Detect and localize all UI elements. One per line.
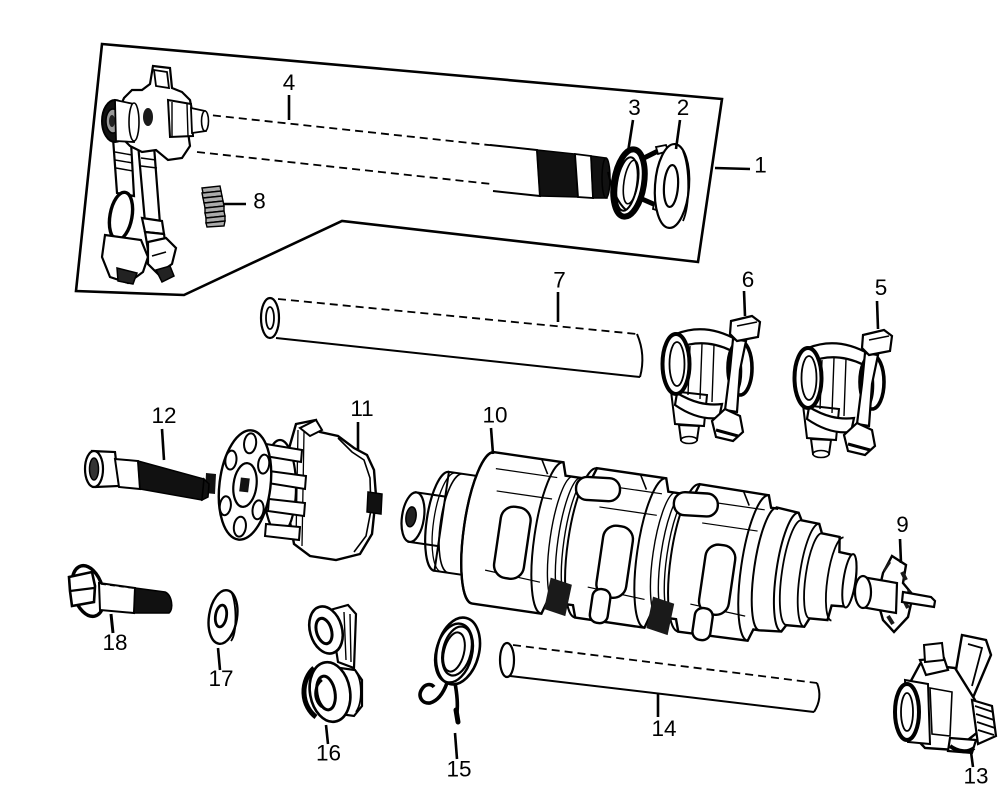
- svg-text:10: 10: [482, 403, 507, 428]
- svg-text:1: 1: [754, 153, 767, 178]
- svg-text:11: 11: [350, 396, 373, 421]
- svg-text:2: 2: [677, 95, 690, 120]
- svg-text:9: 9: [896, 512, 909, 537]
- svg-text:18: 18: [102, 630, 127, 655]
- svg-text:6: 6: [742, 267, 755, 292]
- svg-text:13: 13: [963, 764, 988, 789]
- svg-text:12: 12: [151, 403, 176, 428]
- svg-text:5: 5: [875, 275, 888, 300]
- svg-text:17: 17: [208, 666, 233, 691]
- svg-text:15: 15: [446, 757, 471, 782]
- svg-text:4: 4: [283, 70, 296, 95]
- svg-text:7: 7: [553, 268, 566, 293]
- svg-text:8: 8: [253, 189, 266, 214]
- svg-text:3: 3: [628, 95, 641, 120]
- svg-text:16: 16: [316, 741, 341, 766]
- svg-text:14: 14: [651, 716, 676, 741]
